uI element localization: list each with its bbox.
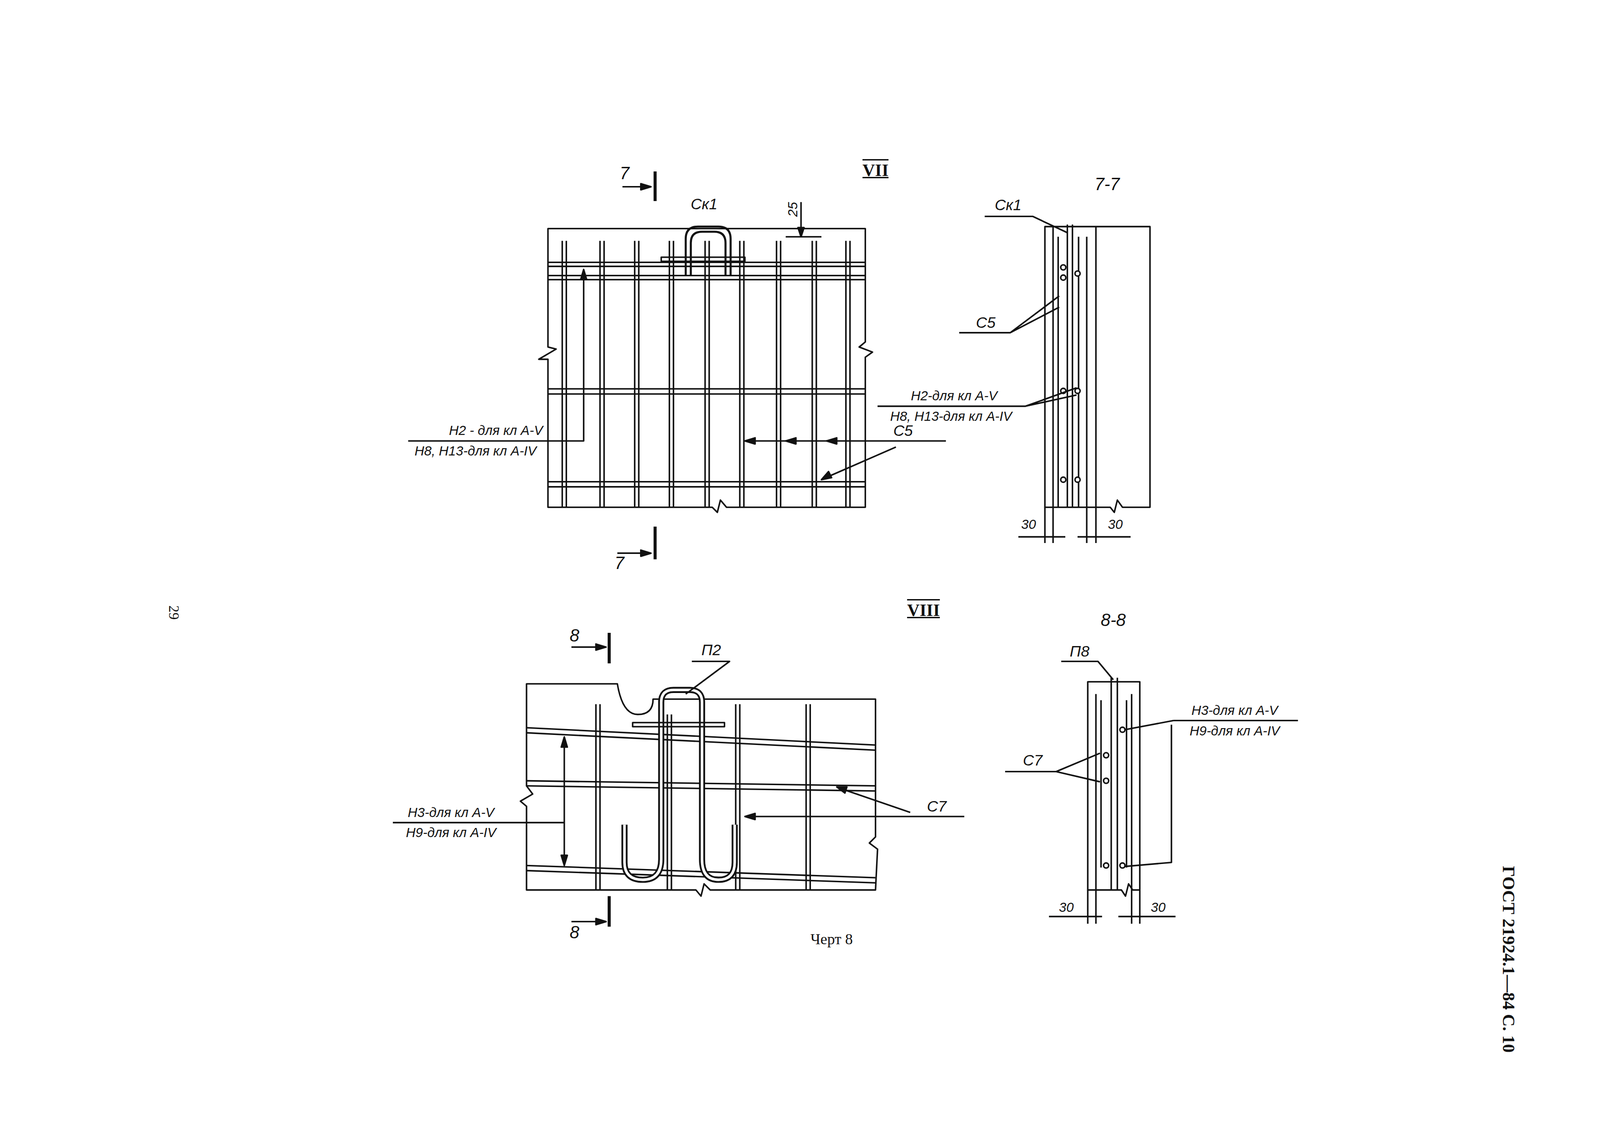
section-mark [653, 171, 657, 560]
loop-plate [661, 257, 746, 262]
callout-label: С7 [1021, 752, 1044, 769]
callout-label: 8 [568, 626, 581, 646]
arrowhead [798, 227, 805, 237]
arrowhead [826, 437, 837, 444]
callout-label: VII [861, 161, 890, 180]
callout-label: Ск1 [993, 196, 1023, 213]
leader-line [1124, 720, 1299, 867]
loop-plate [632, 722, 725, 727]
callout-label: Н3-для кл А-V [406, 805, 496, 820]
arrowhead [561, 736, 568, 747]
leader-line [685, 661, 730, 695]
panel-outline [538, 228, 873, 512]
dim-lines [1018, 507, 1131, 543]
callout-label: Н9-для кл А-IV [1188, 723, 1282, 739]
arrowhead [561, 855, 568, 866]
callout-label: 7 [613, 554, 626, 573]
callout-label: Н2-для кл А-V [909, 388, 999, 403]
arrowhead [821, 471, 832, 480]
callout-label: 25 [785, 200, 800, 218]
section-arrow [617, 186, 647, 554]
figure-caption: Черт 8 [809, 930, 855, 947]
section-mark [607, 632, 611, 927]
callout-label: 30 [1106, 517, 1125, 532]
callout-label: 30 [1019, 517, 1038, 532]
leader-line [407, 271, 584, 441]
arrowhead [595, 918, 606, 925]
callout-label: П2 [700, 641, 723, 658]
callout-label: VIII [905, 601, 942, 620]
arrowhead [640, 550, 651, 557]
callout-label: 30 [1149, 900, 1167, 915]
callout-label: 7 [618, 164, 631, 183]
leader-line [877, 387, 1077, 407]
vertical-bars [562, 240, 850, 507]
arrowhead [640, 183, 651, 190]
section-bars [1052, 224, 1096, 507]
callout-label: 7-7 [1093, 175, 1121, 194]
callout-label: 8-8 [1099, 611, 1128, 630]
hook-loop-inner [624, 689, 735, 880]
section-outline [1044, 226, 1151, 513]
callout-label: 30 [1057, 900, 1075, 915]
callout-label: Н8, Н13-для кл А-IV [412, 443, 538, 459]
leader-line [1005, 753, 1100, 782]
leader-line [747, 787, 965, 817]
callout-label: С5 [974, 314, 997, 331]
arrowhead [580, 269, 587, 280]
arrowhead [744, 437, 755, 444]
panel-outline [520, 683, 878, 897]
horizontal-bars [547, 262, 866, 487]
callout-label: С5 [892, 422, 915, 439]
section-arrow [571, 646, 603, 922]
callout-label: П8 [1068, 643, 1091, 660]
leader-line [984, 216, 1068, 233]
leader-line [959, 295, 1059, 333]
arrowhead [595, 644, 606, 651]
callout-label: Н8, Н13-для кл А-IV [888, 409, 1014, 424]
leader-line [1061, 661, 1114, 680]
arrowhead [836, 786, 847, 793]
lifting-loop [685, 226, 731, 276]
arrowhead [744, 813, 755, 820]
callout-label: 29 [165, 603, 181, 621]
hook-loop-outer [624, 689, 735, 880]
arrowhead [785, 437, 796, 444]
callout-label: С7 [925, 798, 949, 815]
callout-label: Н2 - для кл А-V [447, 423, 545, 438]
dim-lines [1048, 889, 1176, 924]
callout-label: ГОСТ 21924.1—84 С. 10 [1499, 864, 1518, 1054]
callout-label: Н9-для кл А-IV [404, 825, 498, 840]
leader-line [747, 440, 947, 479]
dim-line [392, 738, 565, 864]
section-bars [1095, 677, 1132, 890]
callout-label: Ск1 [689, 196, 719, 212]
callout-label: 8 [568, 923, 581, 942]
callout-label: Н3-для кл А-V [1190, 703, 1280, 718]
